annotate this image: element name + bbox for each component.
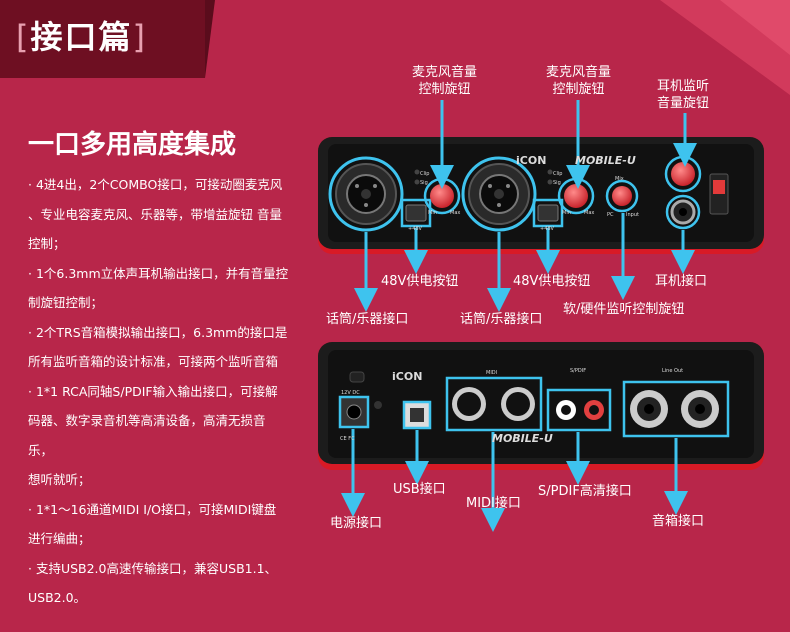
label-headphone-jack: 耳机接口 [655, 274, 708, 289]
clip-label: Clip [420, 171, 429, 177]
midi-ports-icon [445, 376, 543, 432]
spdif-ports-icon [546, 388, 612, 432]
phantom-button-1-icon [400, 198, 432, 228]
title-banner: [接口篇] [0, 0, 205, 78]
sig-label: Sig [553, 180, 561, 186]
feature-line: · 1*1～16通道MIDI I/O接口，可接MIDI键盘 [28, 501, 277, 517]
label-line: 音量旋钮 [657, 96, 710, 111]
gain-knob-1-icon [430, 184, 454, 208]
line-out-ports-icon [622, 380, 730, 438]
max-label: Max [450, 210, 460, 216]
feature-line: USB2.0。 [28, 590, 87, 605]
midi-header: MIDI [486, 370, 497, 376]
mix-knob-icon [612, 186, 632, 206]
feature-line: · 支持USB2.0高速传输接口，兼容USB1.1、 [28, 560, 278, 576]
label-phantom-1: 48V供电按钮 [381, 274, 459, 289]
spdif-header: S/PDIF [570, 368, 586, 374]
feature-line: 、专业电容麦克风、乐器等，带增益旋钮 音量 [28, 206, 282, 222]
feature-line: 制旋钮控制； [28, 295, 104, 310]
feature-line: 想听就听； [28, 472, 91, 487]
feature-line: · 4进4出，2个COMBO接口，可接动圈麦克风 [28, 177, 283, 192]
label-line: 控制旋钮 [552, 82, 605, 97]
label-line: 麦克风音量 [546, 65, 612, 80]
min-label: Min [562, 210, 571, 216]
device-text: iCON MOBILE-U Clip Sig Clip Sig +48V +48… [340, 154, 683, 445]
feature-line: · 1个6.3mm立体声耳机输出接口，并有音量控 [28, 265, 289, 281]
label-mic-knob-2: 麦克风音量 控制旋钮 [546, 64, 611, 98]
label-line: 控制旋钮 [418, 82, 471, 97]
feature-line: · 1*1 RCA同轴S/PDIF输入输出接口，可接解 [28, 383, 278, 399]
feature-line: 控制； [28, 236, 66, 251]
dc-label: 12V DC [341, 390, 360, 396]
feature-list: · 4进4出，2个COMBO接口，可接动圈麦克风 、专业电容麦克风、乐器等，带增… [28, 170, 290, 613]
brand-logo: iCON [392, 370, 422, 383]
label-line: 耳机监听 [657, 79, 710, 94]
headphone-volume-knob-icon [671, 162, 695, 186]
label-mic-knob-1: 麦克风音量 控制旋钮 [412, 64, 477, 98]
label-headphone-knob: 耳机监听 音量旋钮 [657, 78, 709, 112]
ce-mark: CE FC [340, 436, 355, 442]
label-midi: MIDI接口 [466, 496, 521, 511]
lineout-header: Line Out [662, 368, 683, 374]
max-label: Max [584, 210, 594, 216]
callout-arrows [341, 100, 697, 532]
model-logo: MOBILE-U [575, 154, 636, 167]
label-combo-2: 话筒/乐器接口 [460, 312, 543, 327]
clip-label: Clip [553, 171, 562, 177]
feature-line: · 2个TRS音箱模拟输出接口，6.3mm的接口是 [28, 324, 288, 340]
feature-line: 码器、数字录音机等高清设备，高清无损音乐， [28, 413, 266, 458]
gain-knob-2-icon [564, 184, 588, 208]
feature-line: 所有监听音箱的设计标准，可接两个监听音箱 [28, 354, 279, 369]
min-label: Min [428, 210, 437, 216]
label-combo-1: 话筒/乐器接口 [326, 312, 409, 327]
phantom-button-2-icon [532, 198, 564, 228]
section-heading: 一口多用高度集成 [28, 130, 237, 160]
label-phantom-2: 48V供电按钮 [513, 274, 591, 289]
pc-label: PC [607, 212, 614, 218]
rear-panel [318, 342, 764, 470]
feature-line: 进行编曲； [28, 531, 91, 546]
phantom-label: +48V [408, 226, 423, 232]
sig-label: Sig [420, 180, 428, 186]
model-logo: MOBILE-U [492, 432, 553, 445]
mix-label: Mix [615, 176, 624, 182]
label-line: 麦克风音量 [412, 65, 478, 80]
page-title: [接口篇] [16, 18, 147, 56]
phantom-label: +48V [540, 226, 555, 232]
label-usb: USB接口 [393, 482, 446, 497]
label-spdif: S/PDIF高清接口 [538, 484, 632, 499]
brand-logo: iCON [516, 154, 546, 167]
label-monitor-knob: 软/硬件监听控制旋钮 [563, 302, 685, 317]
label-power: 电源接口 [330, 516, 383, 531]
input-label: Input [626, 212, 639, 218]
label-line-out: 音箱接口 [652, 514, 705, 529]
